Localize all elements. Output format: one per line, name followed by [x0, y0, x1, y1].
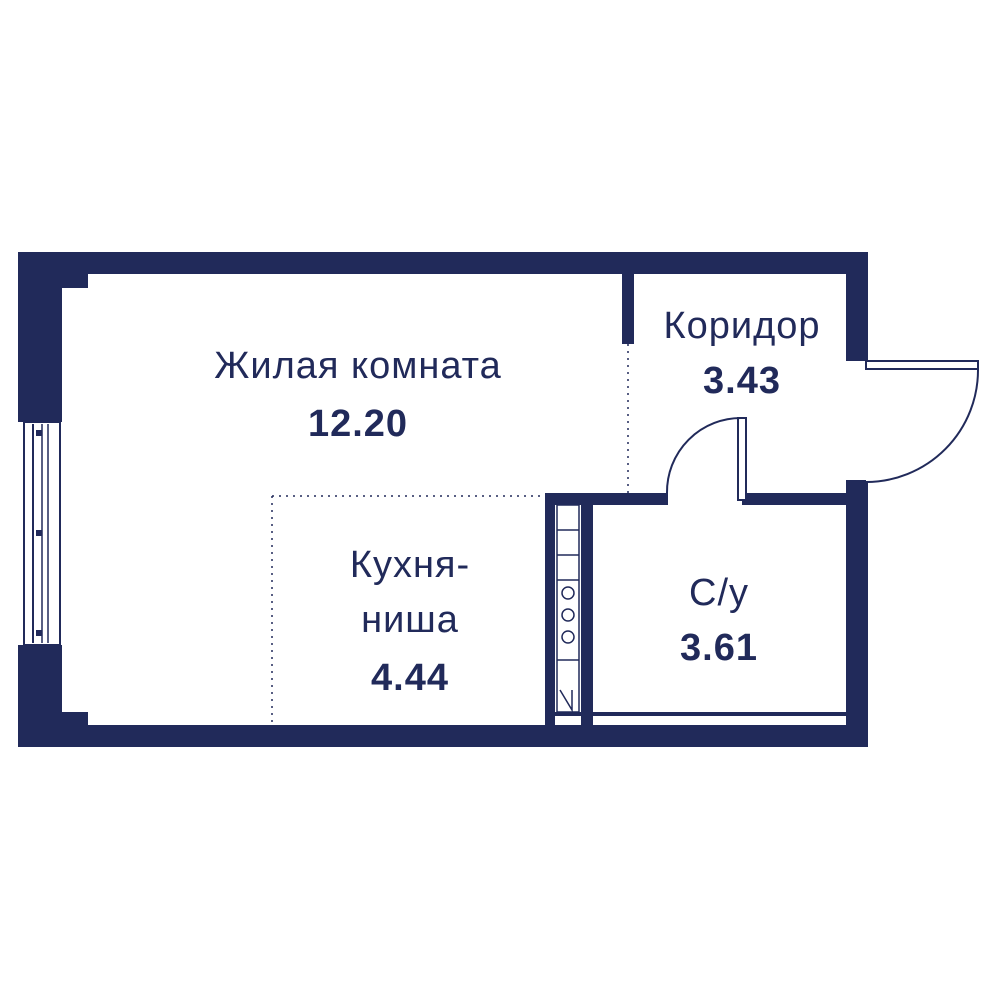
corridor-area: 3.43	[703, 360, 781, 402]
partition-corridor-bath-right	[742, 493, 852, 505]
living-room-name: Жилая комната	[214, 345, 501, 387]
kitchen-area: 4.44	[371, 657, 449, 699]
kitchen-shaft-wall	[545, 493, 555, 725]
wall-right-stub-top	[846, 355, 866, 361]
wall-right-lower	[846, 482, 868, 747]
partition-living-corridor	[622, 274, 634, 344]
bathroom-door	[665, 416, 747, 505]
stove-burner	[561, 630, 575, 644]
stove-burner	[561, 608, 575, 622]
wall-left-upper	[18, 252, 62, 422]
stove-burner	[561, 586, 575, 600]
room-label-living: Жилая комната 12.20	[214, 345, 501, 445]
kitchen-name-line1: Кухня-	[350, 544, 470, 586]
wall-left-column-bottom	[62, 712, 88, 726]
wall-left-lower	[18, 645, 62, 747]
room-label-bathroom: С/у 3.61	[680, 572, 758, 669]
zone-separators	[271, 344, 629, 725]
wall-right-stub-bottom	[846, 480, 866, 486]
living-room-area: 12.20	[308, 403, 408, 445]
room-label-kitchen: Кухня- ниша 4.44	[350, 544, 470, 699]
bathroom-name: С/у	[689, 572, 749, 614]
entrance-door	[865, 360, 980, 483]
wall-bottom	[18, 725, 868, 747]
room-label-corridor: Коридор 3.43	[663, 305, 820, 402]
outer-walls	[18, 252, 868, 747]
bathroom-area: 3.61	[680, 627, 758, 669]
kitchen-unit	[556, 504, 580, 713]
interior-walls	[545, 274, 852, 725]
bath-bottom-line	[555, 712, 846, 716]
partition-corridor-bath-left	[545, 493, 667, 505]
kitchen-name-line2: ниша	[361, 599, 459, 641]
window-left	[18, 421, 62, 646]
wall-top	[18, 252, 868, 274]
corridor-name: Коридор	[663, 305, 820, 347]
wall-left-column-top	[62, 274, 88, 288]
bath-wall-left	[581, 493, 593, 725]
wall-right-upper	[846, 252, 868, 360]
